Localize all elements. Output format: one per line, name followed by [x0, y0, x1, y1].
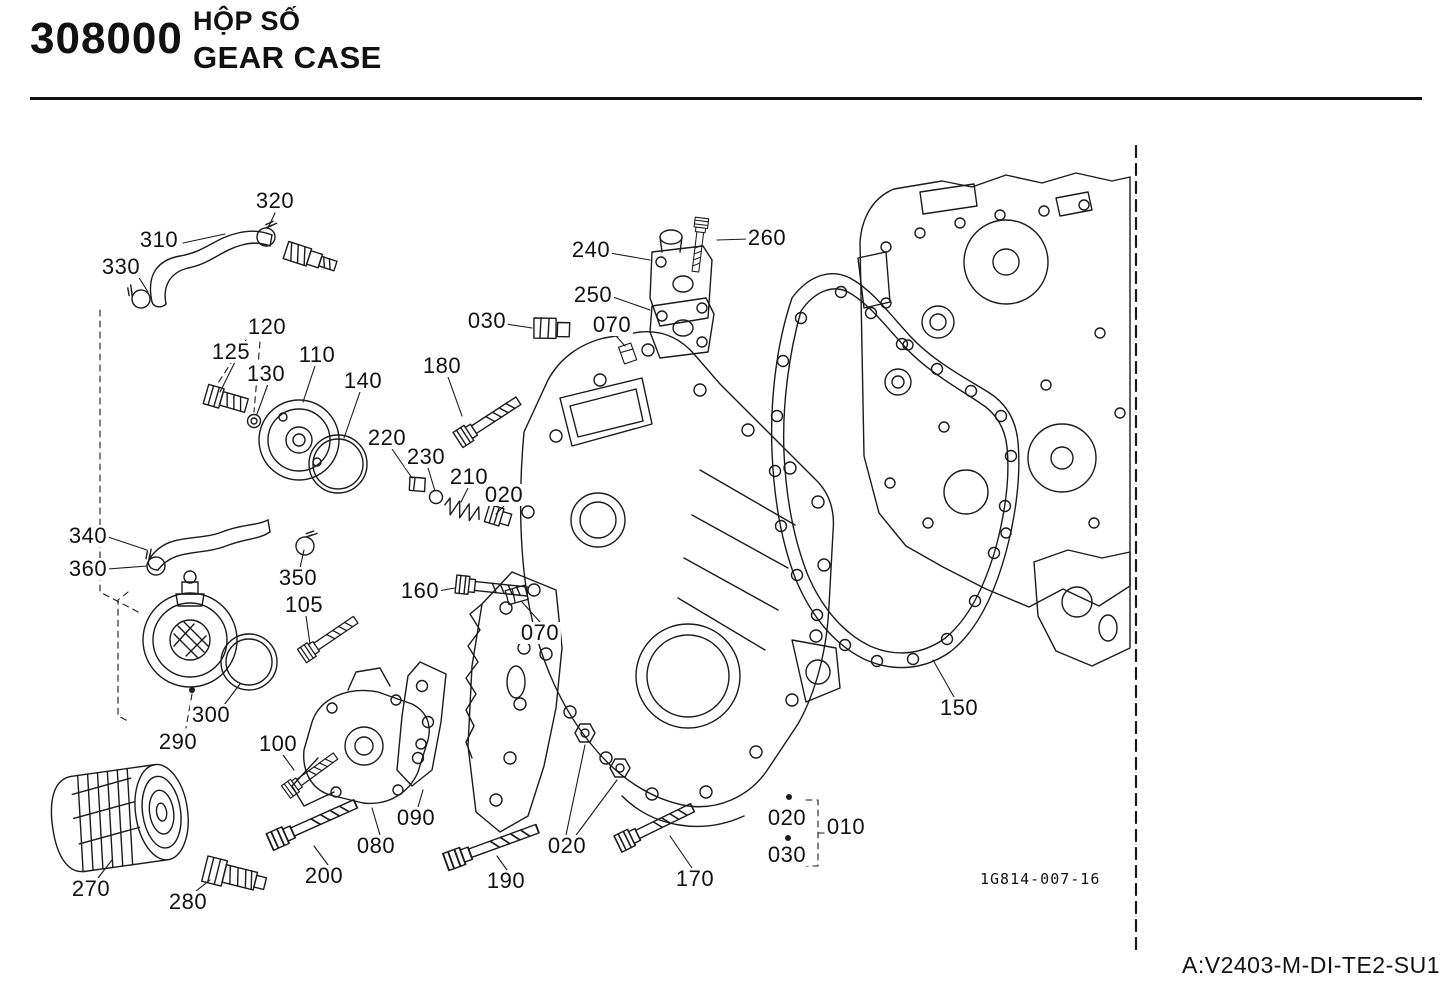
- callout-260: 260: [745, 225, 789, 250]
- plate-090-drawing: [396, 661, 447, 787]
- reference-dots: [189, 687, 792, 841]
- callout-350: 350: [276, 565, 320, 590]
- callout-310: 310: [137, 227, 181, 252]
- callout-100: 100: [256, 731, 300, 756]
- relief-valve-drawing: [202, 383, 368, 494]
- oil-filter-270-drawing: [50, 763, 189, 873]
- callout-030: 030: [465, 308, 509, 333]
- callout-120: 120: [245, 314, 289, 339]
- callout-140: 140: [341, 368, 385, 393]
- hose-340-drawing: [137, 519, 320, 580]
- plug-030-drawing: [533, 317, 571, 340]
- callout-150: 150: [937, 695, 981, 720]
- gasket-250-drawing: [649, 297, 715, 359]
- callout-130: 130: [244, 361, 288, 386]
- oring-300-drawing: [220, 633, 278, 691]
- gasket-150-drawing: [768, 273, 1020, 669]
- callout-160: 160: [398, 578, 442, 603]
- callout-240: 240: [569, 237, 613, 262]
- callout-010: 010: [824, 814, 868, 839]
- callout-180: 180: [420, 353, 464, 378]
- cover-240-drawing: [649, 229, 713, 327]
- figure-code: 1G814-007-16: [980, 870, 1101, 888]
- hose-310-drawing: [121, 217, 338, 312]
- callout-200: 200: [302, 863, 346, 888]
- callout-030: 030: [765, 842, 809, 867]
- callout-020: 020: [545, 833, 589, 858]
- page-title-vietnamese: HỘP SỐ: [193, 6, 301, 36]
- callout-340: 340: [66, 523, 110, 548]
- callout-070: 070: [518, 620, 562, 645]
- callout-105: 105: [282, 592, 326, 617]
- callout-020: 020: [482, 482, 526, 507]
- callout-330: 330: [99, 254, 143, 279]
- callout-170: 170: [673, 866, 717, 891]
- model-code: A:V2403-M-DI-TE2-SU1: [1182, 952, 1440, 978]
- callout-300: 300: [189, 702, 233, 727]
- callout-270: 270: [69, 876, 113, 901]
- callout-230: 230: [404, 444, 448, 469]
- oil-cooler-290-drawing: [142, 570, 238, 688]
- callout-220: 220: [365, 425, 409, 450]
- leader-lines: [97, 212, 955, 892]
- callout-290: 290: [156, 729, 200, 754]
- detent-parts-drawing: [408, 476, 513, 527]
- callout-070: 070: [590, 312, 634, 337]
- engine-block-drawing: [857, 172, 1131, 667]
- callout-210: 210: [447, 464, 491, 489]
- callout-090: 090: [394, 805, 438, 830]
- callout-020: 020: [765, 805, 809, 830]
- header-rule: [30, 97, 1422, 100]
- plug-020-pair-drawing: [574, 723, 631, 778]
- page-title-english: GEAR CASE: [193, 40, 382, 75]
- callout-125: 125: [209, 339, 253, 364]
- section-number: 308000: [30, 14, 183, 63]
- callout-190: 190: [484, 868, 528, 893]
- pump-cover-080-drawing: [291, 667, 430, 807]
- callout-110: 110: [296, 342, 338, 367]
- nipple-280-drawing: [201, 855, 268, 891]
- callout-320: 320: [253, 188, 297, 213]
- callout-080: 080: [354, 833, 398, 858]
- callout-280: 280: [166, 889, 210, 914]
- callout-250: 250: [571, 282, 615, 307]
- callout-360: 360: [66, 556, 110, 581]
